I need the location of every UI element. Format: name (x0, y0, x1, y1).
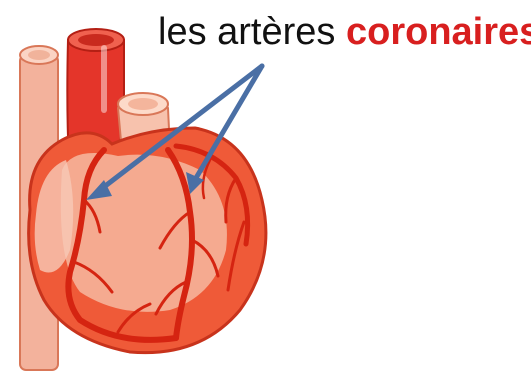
caption-prefix: les artères (158, 11, 335, 53)
heart-body (29, 128, 266, 353)
caption-highlight: coronaires (346, 11, 531, 53)
diagram-caption: les artères coronaires (158, 8, 531, 56)
